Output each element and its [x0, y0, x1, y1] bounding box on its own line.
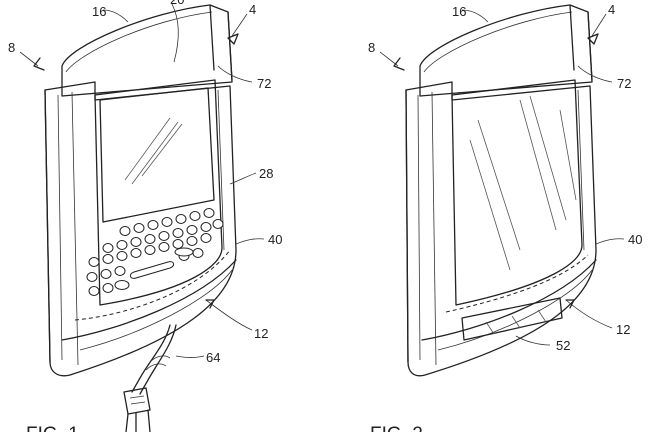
fig1-label-20: 20 — [170, 0, 184, 7]
fig1-label-72: 72 — [257, 76, 271, 91]
fig1-top-cover — [61, 4, 233, 97]
fig1-label-12: 12 — [254, 326, 268, 341]
fig2-label-4: 4 — [608, 2, 615, 17]
figure-2: 16 4 8 72 40 12 52 FIG. 2 — [368, 2, 642, 432]
fig1-holster-body — [44, 81, 237, 377]
fig2-caption: FIG. 2 — [370, 424, 423, 432]
fig2-top-cover — [419, 4, 593, 97]
fig1-label-40: 40 — [268, 232, 282, 247]
fig1-label-8: 8 — [8, 40, 15, 55]
fig1-label-28: 28 — [259, 166, 273, 181]
fig1-label-64: 64 — [206, 350, 220, 365]
fig2-label-16: 16 — [452, 4, 466, 19]
fig1-caption: FIG. 1 — [26, 424, 79, 432]
fig1-cable — [123, 324, 177, 432]
fig2-rear-panel — [451, 79, 583, 306]
fig2-label-72: 72 — [617, 76, 631, 91]
fig2-label-40: 40 — [628, 232, 642, 247]
fig1-screen — [99, 87, 215, 223]
fig2-lower-window — [461, 297, 563, 341]
fig1-label-4: 4 — [249, 2, 256, 17]
fig1-label-16: 16 — [92, 4, 106, 19]
fig2-holster-body — [405, 81, 597, 377]
fig1-device-face — [94, 79, 223, 306]
figure-1: 16 20 4 8 72 28 40 12 64 FIG. 1 — [8, 0, 282, 432]
fig2-label-52: 52 — [556, 338, 570, 353]
fig2-label-12: 12 — [616, 322, 630, 337]
fig1-keyboard — [86, 208, 224, 296]
fig2-label-8: 8 — [368, 40, 375, 55]
